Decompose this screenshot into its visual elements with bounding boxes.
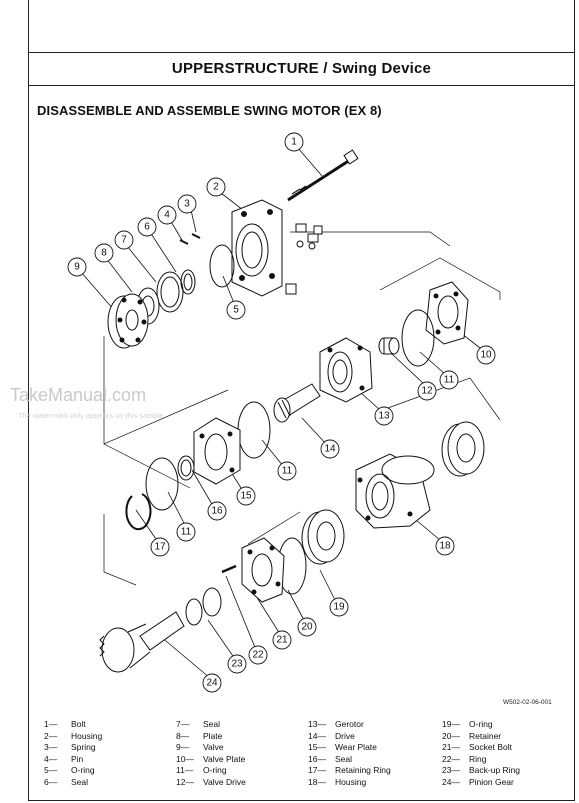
watermark-text: TakeManual.com (10, 385, 147, 405)
callout-2: 2 (213, 182, 219, 193)
part-retaining-ring-17 (125, 493, 152, 531)
legend-item: 19—O-ring (442, 719, 493, 729)
part-housing-18 (355, 421, 485, 529)
part-seal-16 (177, 455, 195, 481)
part-valve-plate-10 (425, 281, 469, 345)
legend-column-4: 19—O-ring 20—Retainer 21—Socket Bolt 22—… (442, 719, 564, 791)
callout-11a: 11 (444, 375, 455, 386)
legend-item: 24—Pinion Gear (442, 776, 514, 787)
part-gerotor-13 (319, 337, 373, 403)
legend-column-1: 1—Bolt 2—Housing 3—Spring 4—Pin 5—O-ring… (44, 719, 176, 791)
part-spring-pin (179, 233, 201, 245)
callout-7: 7 (121, 235, 127, 246)
legend-item: 12—Valve Drive (176, 776, 246, 787)
callout-14: 14 (324, 444, 336, 455)
section-title: DISASSEMBLE AND ASSEMBLE SWING MOTOR (EX… (37, 103, 382, 118)
legend-item: 23—Back-up Ring (442, 765, 521, 776)
legend-item: 16—Seal (308, 753, 353, 764)
callout-11b: 11 (282, 466, 293, 477)
parts-legend: 1—Bolt 2—Housing 3—Spring 4—Pin 5—O-ring… (44, 719, 564, 791)
callout-circles (67, 132, 496, 693)
legend-item: 15—Wear Plate (308, 742, 377, 753)
legend-item: 2—Housing (44, 730, 103, 741)
callout-16: 16 (211, 506, 223, 517)
callout-numbers: 1 2 3 4 6 7 8 9 5 10 11 12 13 14 11 15 1… (74, 137, 492, 689)
part-ring-22 (202, 587, 222, 617)
part-valve-9 (107, 293, 149, 349)
part-drive-14 (273, 383, 321, 423)
alignment-lines (103, 231, 501, 586)
legend-item: 18—Housing (308, 776, 367, 787)
legend-item: 20—Retainer (442, 730, 502, 741)
callout-22: 22 (252, 650, 264, 661)
callout-13: 13 (378, 411, 390, 422)
callout-15: 15 (240, 491, 252, 502)
legend-item: 5—O-ring (44, 765, 95, 776)
page-header-title: UPPERSTRUCTURE / Swing Device (171, 60, 432, 77)
part-oring-5 (209, 244, 235, 288)
part-oring-19 (301, 509, 345, 565)
callout-18: 18 (439, 541, 451, 552)
callout-23: 23 (231, 659, 243, 670)
legend-column-3: 13—Gerotor 14—Drive 15—Wear Plate 16—Sea… (308, 719, 442, 791)
legend-item: 21—Socket Bolt (442, 742, 512, 753)
part-pinion-gear-24 (99, 611, 185, 673)
legend-item: 22—Ring (442, 753, 487, 764)
callout-11c: 11 (181, 527, 192, 538)
part-socket-bolt-21 (221, 537, 285, 603)
legend-item: 10—Valve Plate (176, 753, 246, 764)
callout-6: 6 (144, 222, 150, 233)
page-header: UPPERSTRUCTURE / Swing Device (28, 52, 575, 86)
watermark-note: The watermark only appears on this sampl… (18, 411, 164, 420)
callout-9: 9 (74, 262, 80, 273)
callout-4: 4 (164, 210, 170, 221)
legend-item: 13—Gerotor (308, 719, 364, 729)
legend-item: 7—Seal (176, 719, 221, 729)
page-frame (28, 52, 575, 801)
callout-24: 24 (206, 678, 218, 689)
part-bolt (287, 149, 359, 202)
callout-17: 17 (154, 542, 166, 553)
legend-item: 8—Plate (176, 730, 223, 741)
callout-8: 8 (101, 248, 107, 259)
leader-lines (80, 147, 481, 679)
part-oring-11b (237, 401, 271, 459)
callout-10: 10 (480, 350, 492, 361)
legend-item: 6—Seal (44, 776, 89, 787)
callout-1: 1 (291, 137, 297, 148)
callout-19: 19 (333, 602, 345, 613)
legend-item: 3—Spring (44, 742, 96, 753)
callout-21: 21 (276, 635, 288, 646)
callout-3: 3 (184, 199, 190, 210)
part-oring-11a (401, 309, 435, 367)
page-edge-left (28, 0, 29, 52)
legend-column-2: 7—Seal 8—Plate 9—Valve 10—Valve Plate 11… (176, 719, 308, 791)
part-seal-7 (156, 271, 184, 313)
part-wear-plate-15 (193, 417, 241, 485)
part-oring-11c (145, 457, 179, 511)
part-backup-ring-23 (185, 598, 203, 626)
part-valve-drive-12 (378, 337, 400, 355)
legend-item: 17—Retaining Ring (308, 765, 391, 776)
callout-5: 5 (233, 305, 239, 316)
legend-item: 11—O-ring (176, 765, 227, 776)
figure-code: W502-02-06-001 (503, 699, 552, 706)
legend-item: 9—Valve (176, 742, 224, 753)
legend-item: 1—Bolt (44, 719, 86, 729)
legend-item: 14—Drive (308, 730, 355, 741)
page-edge-right (574, 0, 575, 52)
callout-12: 12 (421, 386, 433, 397)
part-housing (231, 199, 323, 297)
legend-item: 4—Pin (44, 753, 84, 764)
callout-20: 20 (301, 622, 313, 633)
